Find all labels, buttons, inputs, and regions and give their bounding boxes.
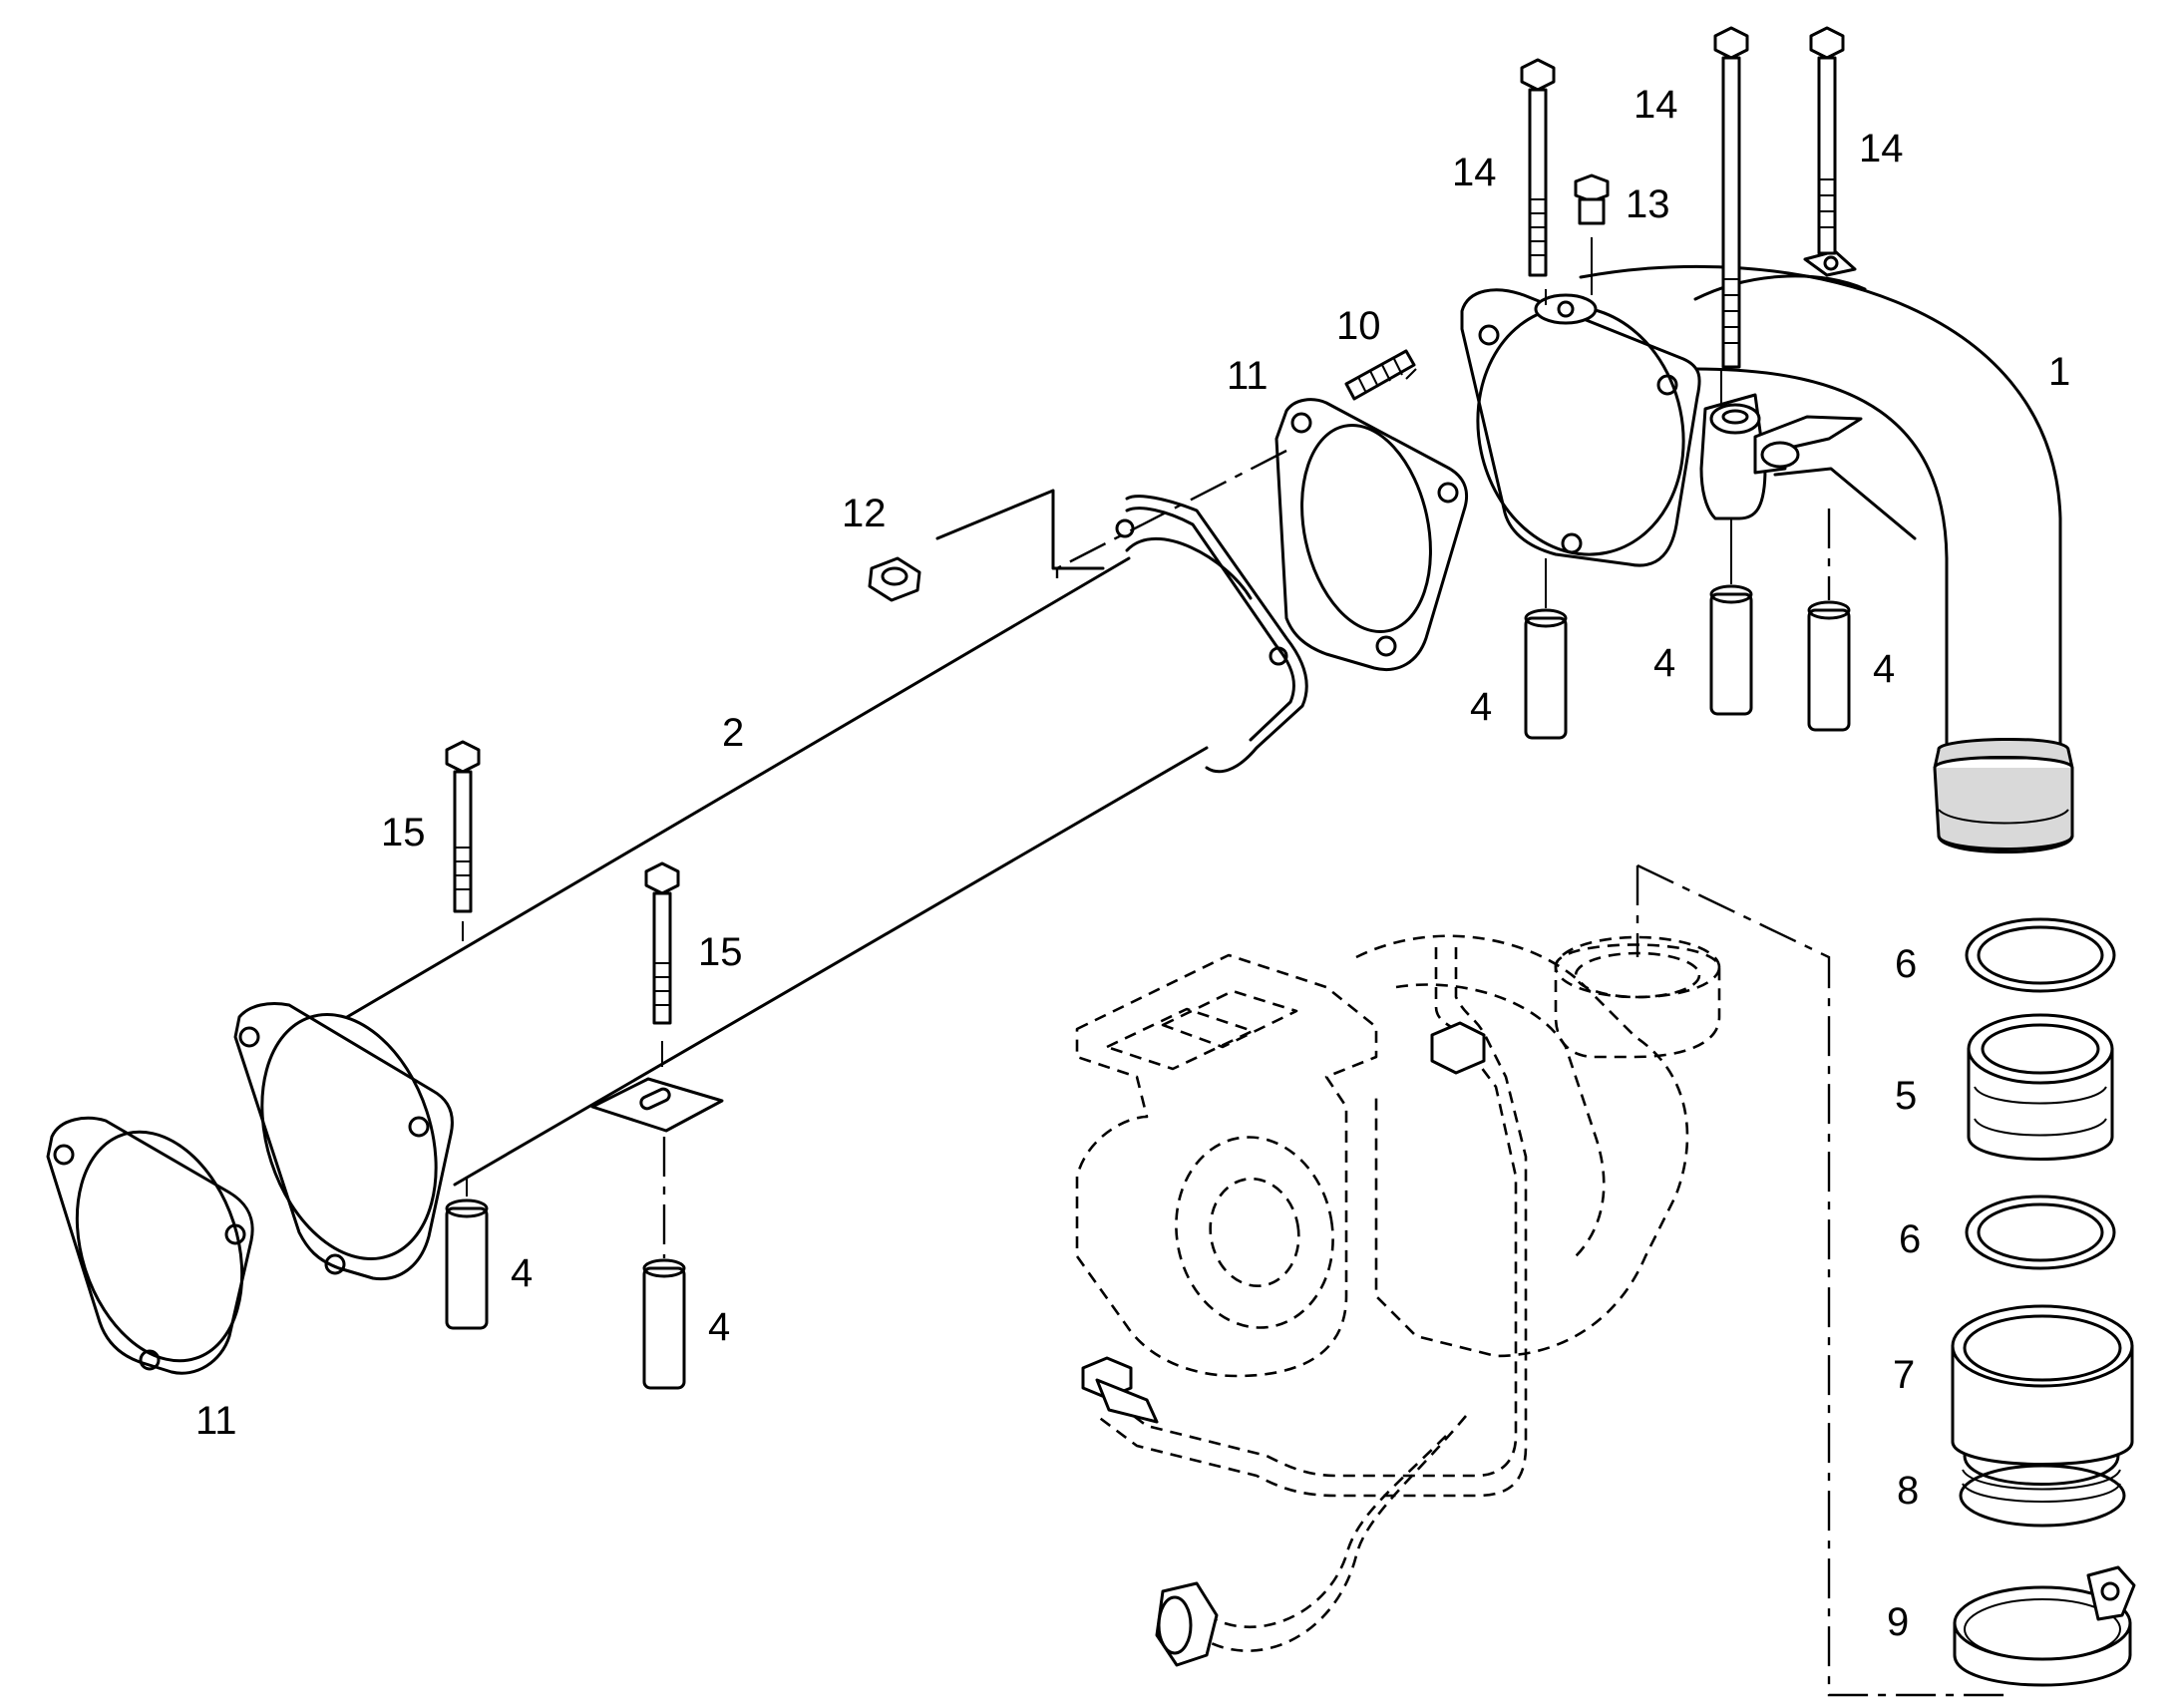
callout-7: 7 (1893, 1353, 1915, 1397)
callout-4-elbow-right: 4 (1873, 647, 1895, 691)
callout-6-lower: 6 (1899, 1217, 1921, 1261)
callout-4-pipe-right: 4 (708, 1305, 730, 1349)
spacer-1 (1524, 558, 1568, 740)
assembly-lines (1055, 289, 2004, 1697)
bolt-14-right (1809, 26, 1845, 255)
adapter-sleeve (1951, 1304, 2134, 1466)
callout-9: 9 (1887, 1600, 1909, 1644)
spacer-2 (1709, 518, 1753, 716)
elbow-pipe (1460, 249, 2074, 854)
bolt-15-left (445, 740, 481, 941)
turbocharger (1075, 934, 1721, 1667)
callout-14-middle: 14 (1634, 83, 1678, 127)
seal-ring-lower (1965, 1195, 2116, 1270)
ribbed-ring (1959, 1454, 2126, 1528)
bolt-14-middle (1713, 26, 1749, 369)
callout-labels: 1 2 4 4 4 4 4 5 6 6 7 8 9 10 11 11 12 13… (195, 83, 2070, 1644)
spacer-4 (445, 1177, 489, 1330)
callout-14-left: 14 (1452, 151, 1497, 194)
callout-11-upper: 11 (1227, 354, 1269, 398)
callout-4-elbow-middle: 4 (1653, 641, 1675, 685)
gasket-upper (1274, 398, 1469, 671)
callout-4-elbow-left: 4 (1470, 685, 1492, 729)
stud (1344, 349, 1416, 401)
callout-15-right: 15 (698, 930, 743, 974)
callout-10: 10 (1336, 304, 1381, 348)
v-band-clamp (1953, 1565, 2136, 1687)
bolt-15-right (644, 861, 680, 1067)
nut (868, 489, 1105, 602)
callout-1: 1 (2048, 350, 2070, 394)
straight-pipe (233, 495, 1308, 1281)
bolt-14-left (1520, 58, 1556, 277)
callout-8: 8 (1897, 1469, 1919, 1513)
plug-13 (1574, 173, 1610, 295)
gasket-lower (46, 1116, 254, 1375)
sleeve (1967, 1013, 2114, 1161)
spacer-3 (1807, 509, 1851, 732)
callout-4-pipe-left: 4 (511, 1251, 533, 1295)
callout-14-right: 14 (1859, 127, 1904, 171)
callout-15-left: 15 (381, 811, 426, 854)
callout-5: 5 (1895, 1074, 1917, 1118)
callout-13: 13 (1626, 182, 1670, 226)
callout-11-lower: 11 (195, 1399, 237, 1443)
spacer-5 (642, 1137, 686, 1390)
callout-12: 12 (842, 492, 887, 535)
seal-ring-upper (1965, 917, 2116, 993)
callout-2: 2 (722, 711, 744, 755)
callout-6-upper: 6 (1895, 942, 1917, 986)
